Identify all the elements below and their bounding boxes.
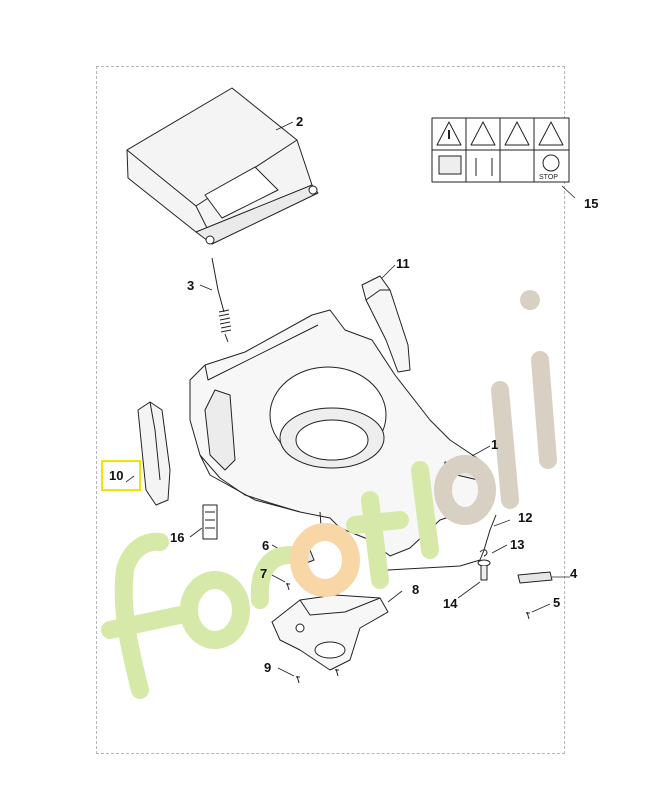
part-label-13: 13 <box>510 537 525 552</box>
part-label-8: 8 <box>412 582 420 597</box>
part-label-14: 14 <box>443 596 458 611</box>
part-10-highlight-box <box>101 460 141 491</box>
part-label-16: 16 <box>170 530 185 545</box>
part-label-2: 2 <box>296 114 304 129</box>
screw-part-5 <box>526 611 530 620</box>
part-label-11: 11 <box>396 256 410 271</box>
mower-deck-part <box>189 309 493 557</box>
screw-part-9 <box>296 668 339 684</box>
clip-part <box>289 549 315 569</box>
rear-flap-part <box>126 87 319 245</box>
safety-decal-part <box>431 117 570 183</box>
screw-part-7 <box>286 582 290 591</box>
part-label-15: 15 <box>584 196 599 211</box>
part-label-9: 9 <box>264 660 272 675</box>
bolt-part <box>477 559 491 581</box>
part-label-7: 7 <box>260 566 268 581</box>
part-label-10: 10 <box>109 468 124 483</box>
spring-part <box>211 257 232 343</box>
part-label-1: 1 <box>491 437 499 452</box>
part-label-5: 5 <box>553 595 561 610</box>
chute-part <box>271 594 389 671</box>
part-label-4: 4 <box>570 566 578 581</box>
plate-part <box>517 571 553 584</box>
decal-stop-text: STOP <box>539 174 558 181</box>
small-label-part <box>202 504 218 540</box>
part-label-12: 12 <box>518 510 533 525</box>
left-side-piece-part <box>137 401 171 506</box>
part-label-3: 3 <box>187 278 195 293</box>
right-side-piece-part <box>361 275 411 373</box>
part-label-6: 6 <box>262 538 270 553</box>
drawing-frame <box>96 66 565 754</box>
